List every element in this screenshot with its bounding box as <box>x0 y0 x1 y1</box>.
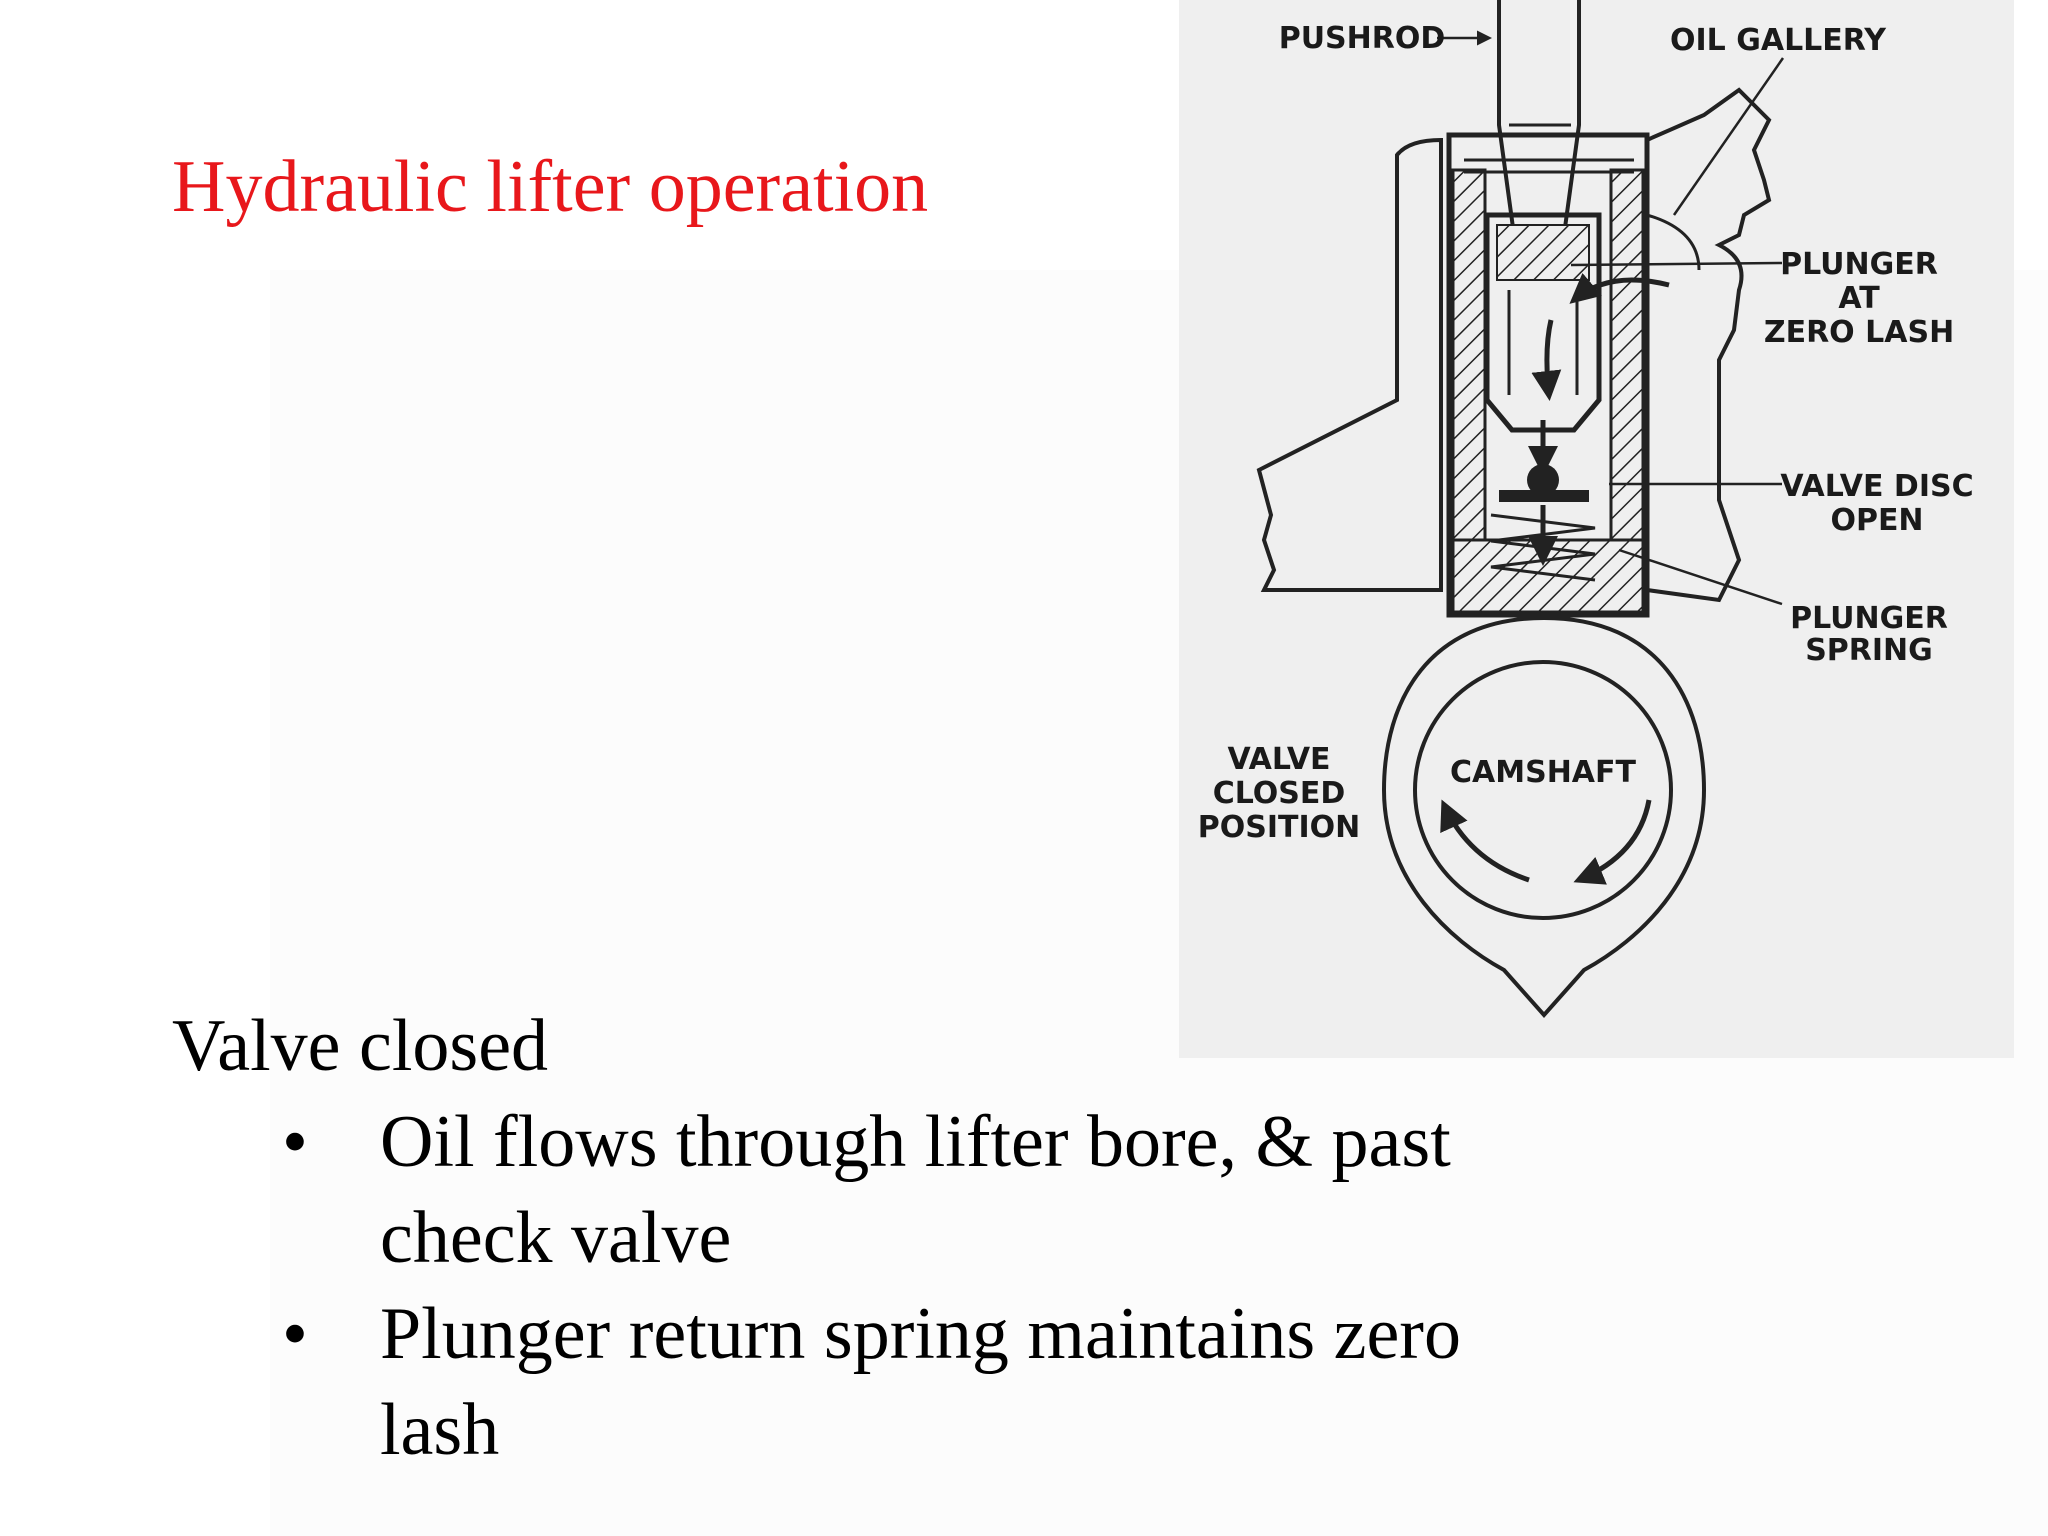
label-plunger-spring-1: PLUNGER <box>1790 601 1948 636</box>
bullet-item: • Oil flows through lifter bore, & past … <box>172 1094 1472 1286</box>
plunger <box>1484 212 1602 433</box>
label-plunger-zero-lash-2: AT <box>1838 281 1880 316</box>
label-pushrod: PUSHROD <box>1279 21 1446 56</box>
lifter-diagram-svg: PUSHROD OIL GALLERY PLUNGER AT ZERO LASH… <box>1198 0 1974 1019</box>
label-valve-disc-2: OPEN <box>1830 503 1923 538</box>
lifter-diagram: PUSHROD OIL GALLERY PLUNGER AT ZERO LASH… <box>1179 0 2014 1058</box>
label-valve-closed-2: CLOSED <box>1213 776 1346 811</box>
label-plunger-zero-lash-3: ZERO LASH <box>1764 315 1954 350</box>
oil-flow-arrows <box>1528 272 1670 566</box>
bullet-marker: • <box>282 1293 308 1375</box>
slide-title: Hydraulic lifter operation <box>172 146 929 228</box>
camshaft-lobe <box>1381 615 1707 1019</box>
label-plunger-spring-2: SPRING <box>1805 633 1933 668</box>
bullet-item: • Plunger return spring maintains zero l… <box>172 1286 1472 1478</box>
engine-block <box>1256 87 1772 603</box>
bullet-marker: • <box>282 1101 308 1183</box>
label-plunger-zero-lash-1: PLUNGER <box>1780 247 1938 282</box>
section-heading: Valve closed <box>172 1005 549 1087</box>
label-camshaft: CAMSHAFT <box>1450 755 1637 790</box>
lifter-body <box>1446 132 1650 618</box>
label-oil-gallery: OIL GALLERY <box>1670 23 1887 58</box>
label-valve-closed-1: VALVE <box>1227 742 1330 777</box>
bullet-text: Plunger return spring maintains zero las… <box>380 1293 1461 1471</box>
label-valve-disc-1: VALVE DISC <box>1780 469 1973 504</box>
label-valve-closed-3: POSITION <box>1198 810 1361 845</box>
bullet-text: Oil flows through lifter bore, & past ch… <box>380 1101 1451 1279</box>
slide-body: Valve closed • Oil flows through lifter … <box>172 998 1472 1478</box>
leader-lines <box>1437 30 1785 606</box>
